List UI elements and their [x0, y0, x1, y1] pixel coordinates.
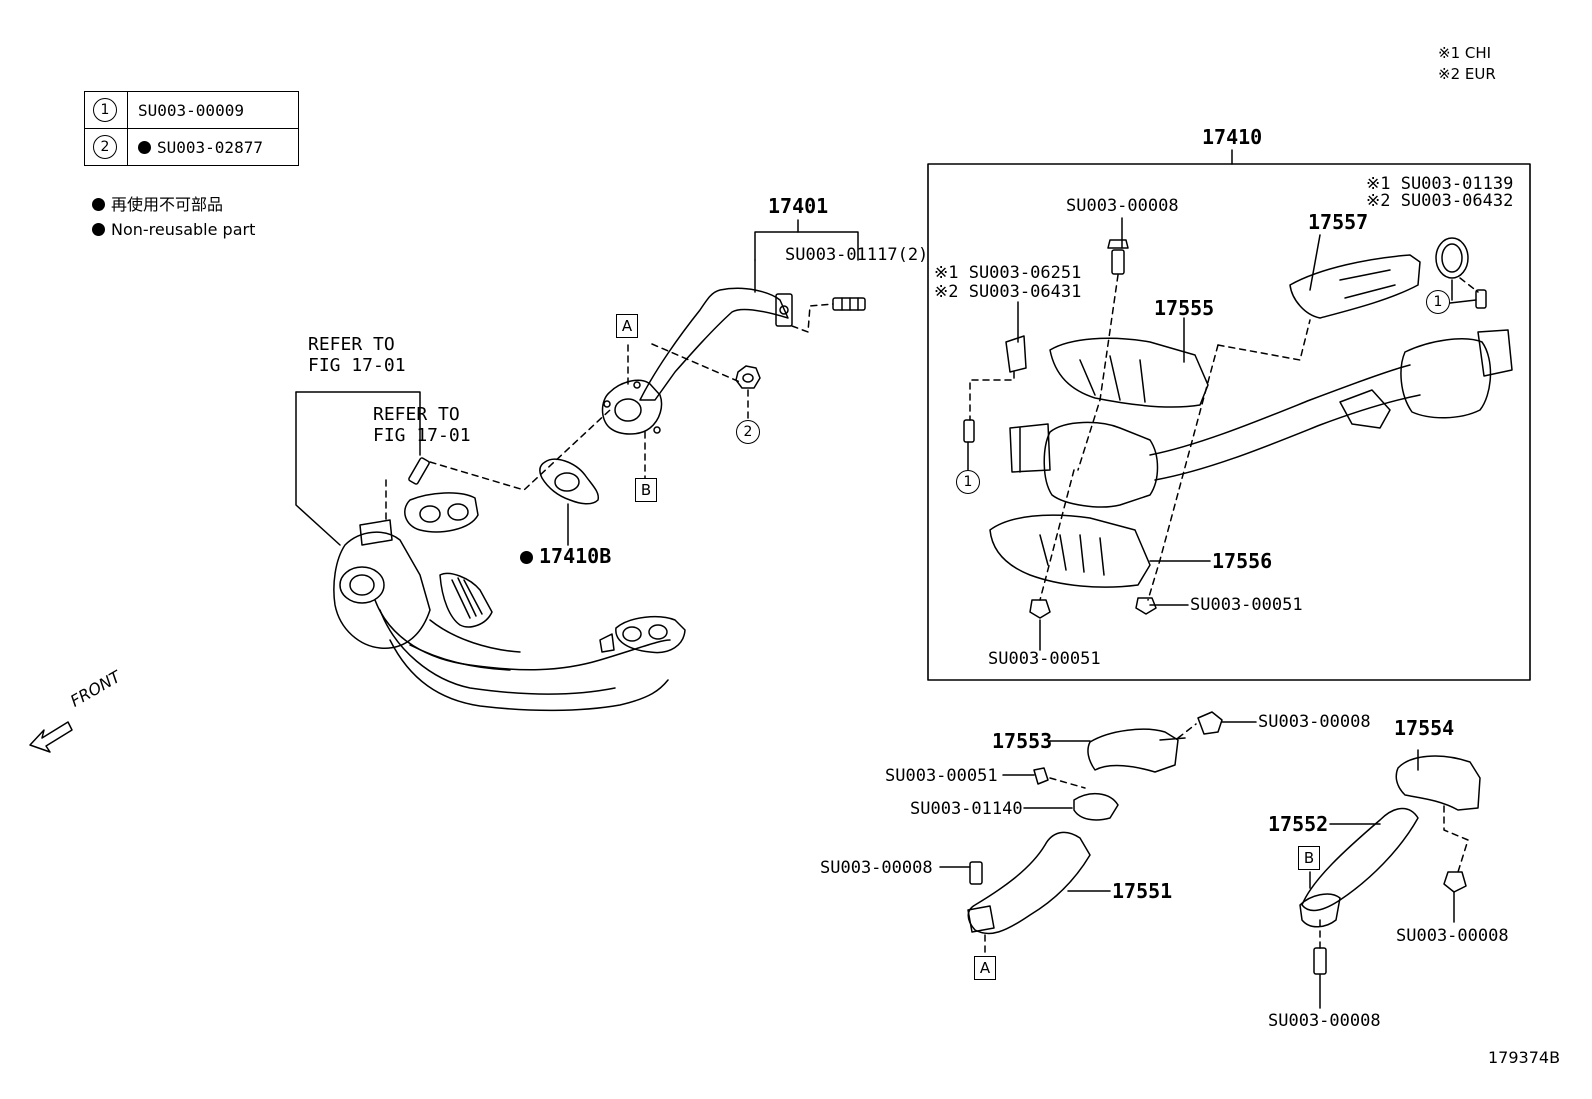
legend-part-number: SU003-02877 — [157, 137, 263, 157]
legend-row-1: 1 SU003-00009 — [84, 91, 299, 129]
bolt-17553-label: SU003-00008 — [1258, 712, 1371, 732]
part-17557-label: 17557 — [1308, 210, 1369, 234]
heat-shield-17556 — [989, 514, 1151, 588]
center-pipe-assembly-17410 — [963, 237, 1513, 619]
legend-number: 1 — [93, 98, 117, 122]
bolt-17552-label: SU003-00008 — [1268, 1011, 1381, 1031]
stud-chi-label: ※1 SU003-06251 — [934, 263, 1082, 283]
bolt-17554-label: SU003-00008 — [1396, 926, 1509, 946]
part-17555-label: 17555 — [1154, 296, 1215, 320]
non-reusable-dot-icon — [138, 140, 151, 154]
part-17401-label: 17401 — [768, 194, 829, 218]
part-17553-label: 17553 — [992, 729, 1053, 753]
heat-shield-17553 — [1033, 711, 1223, 821]
heat-shield-17557 — [1289, 254, 1421, 319]
region-note-chi: ※1 CHI — [1438, 44, 1492, 62]
part-17551-label: 17551 — [1112, 879, 1173, 903]
refer-note-1-line2: FIG 17-01 — [308, 355, 406, 376]
callout-box-a: A — [616, 314, 638, 338]
bolt-top-label: SU003-00008 — [1066, 196, 1179, 216]
legend-part-number: SU003-00009 — [138, 100, 244, 120]
part-17410b-label: 17410B — [520, 546, 611, 566]
callout-box-b-2: B — [1298, 846, 1320, 870]
legend-number: 2 — [93, 135, 117, 159]
callout-circle-1: 1 — [956, 470, 980, 494]
exhaust-manifold — [333, 457, 686, 712]
callout-circle-1-clamp: 1 — [1426, 290, 1450, 314]
part-17552-label: 17552 — [1268, 812, 1329, 836]
part-17410-label: 17410 — [1202, 125, 1263, 149]
legend-row-2: 2 SU003-02877 — [84, 128, 299, 166]
non-reusable-dot-icon — [92, 198, 105, 211]
region-note-eur: ※2 EUR — [1438, 65, 1496, 83]
non-reusable-dot-icon — [92, 223, 105, 236]
nut-17553-label: SU003-00051 — [885, 766, 998, 786]
front-arrow — [29, 721, 73, 753]
part-17401-bolt-label: SU003-01117(2) — [785, 245, 929, 265]
clamp-chi-label: ※1 SU003-01139 — [1366, 174, 1514, 194]
stud-eur-label: ※2 SU003-06431 — [934, 282, 1082, 302]
gasket-17410b — [539, 458, 600, 505]
part-17554-label: 17554 — [1394, 716, 1455, 740]
bolt-17551-label: SU003-00008 — [820, 858, 933, 878]
legend-note-jp: 再使用不可部品 — [92, 197, 223, 213]
nut-bottom-label: SU003-00051 — [988, 649, 1101, 669]
heat-shield-17555 — [1049, 337, 1209, 408]
tail-pipe-shields — [1299, 755, 1481, 975]
callout-box-a-2: A — [974, 956, 996, 980]
legend-note-en: Non-reusable part — [92, 222, 255, 238]
nut-right-label: SU003-00051 — [1190, 595, 1303, 615]
clamp-01140-label: SU003-01140 — [910, 799, 1023, 819]
front-pipe-17401 — [601, 287, 866, 435]
legend-table: 1 SU003-00009 2 SU003-02877 — [84, 91, 299, 166]
heat-shield-17551 — [967, 831, 1091, 935]
refer-note-2-line2: FIG 17-01 — [373, 425, 471, 446]
assembly-frame — [927, 163, 1531, 681]
figure-id: 179374B — [1488, 1048, 1561, 1067]
callout-circle-2: 2 — [736, 420, 760, 444]
non-reusable-dot-icon — [520, 551, 533, 564]
clamp-eur-label: ※2 SU003-06432 — [1366, 191, 1514, 211]
refer-note-1-line1: REFER TO — [308, 334, 395, 355]
refer-note-2-line1: REFER TO — [373, 404, 460, 425]
callout-box-b: B — [635, 478, 657, 502]
part-17556-label: 17556 — [1212, 549, 1273, 573]
